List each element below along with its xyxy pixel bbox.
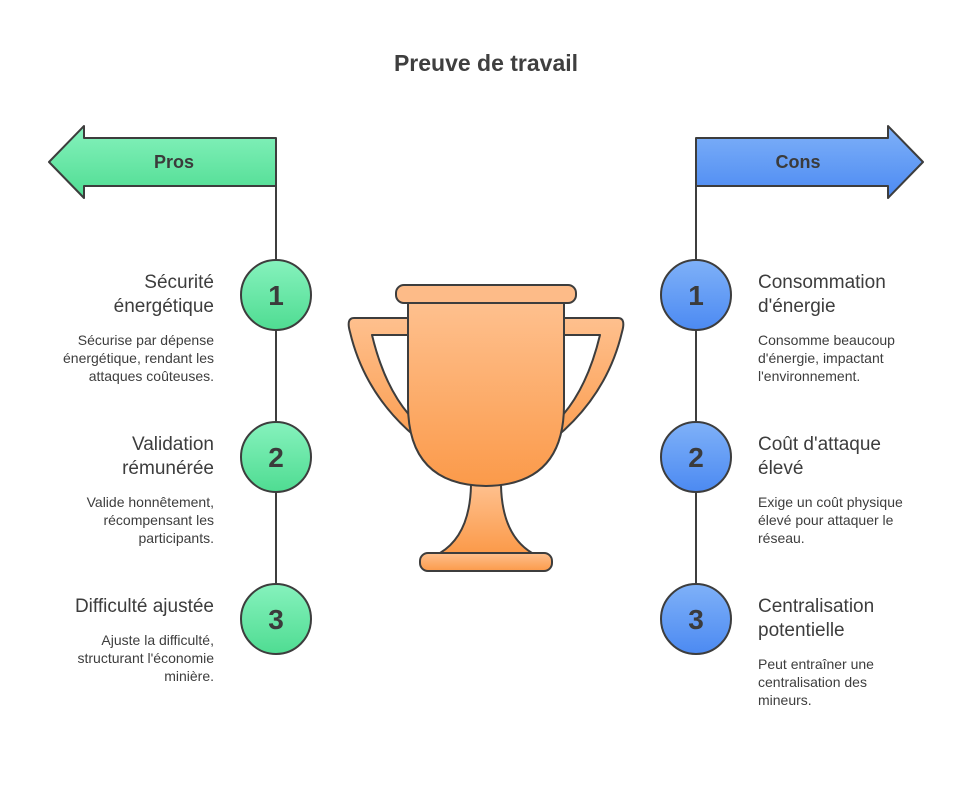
- pros-step-3-circle: [240, 583, 312, 655]
- pros-item-2-description: Valide honnêtement, récompensant les par…: [86, 494, 214, 546]
- pros-step-1-number: 1: [268, 280, 284, 311]
- cons-label: Cons: [775, 152, 821, 172]
- cons-item-1-description: Consomme beaucoup d'énergie, impactant l…: [758, 332, 895, 384]
- pros-item-2-title: Validation rémunérée: [122, 434, 214, 479]
- cons-step-3-number: 3: [688, 604, 704, 635]
- cons-step-1-number: 1: [688, 280, 704, 311]
- pros-item-3-description: Ajuste la difficulté, structurant l'écon…: [77, 632, 214, 684]
- pros-arrow: [48, 125, 277, 199]
- cons-item-2-description: Exige un coût physique élevé pour attaqu…: [758, 494, 903, 546]
- cons-item-3-title: Centralisation potentielle: [758, 596, 875, 641]
- pros-step-3-number: 3: [268, 604, 284, 635]
- cons-arrow: [695, 125, 924, 199]
- pros-item-1-title: Sécurité énergétique: [113, 272, 214, 317]
- cons-step-1-circle: [660, 259, 732, 331]
- pros-step-1-circle: [240, 259, 312, 331]
- cons-item-2-title: Coût d'attaque élevé: [758, 434, 881, 479]
- trophy-icon: [347, 284, 625, 572]
- pros-item-3-title: Difficulté ajustée: [74, 596, 214, 617]
- cons-item-3-description: Peut entraîner une centralisation des mi…: [758, 656, 874, 708]
- pros-step-2-circle: [240, 421, 312, 493]
- pros-step-2-number: 2: [268, 442, 284, 473]
- cons-step-2-number: 2: [688, 442, 704, 473]
- page-title: Preuve de travail: [393, 50, 579, 76]
- cons-item-1-title: Consommation d'énergie: [758, 272, 886, 317]
- cons-step-2-circle: [660, 421, 732, 493]
- cons-step-3-circle: [660, 583, 732, 655]
- pros-label: Pros: [153, 152, 195, 172]
- pros-item-1-description: Sécurise par dépense énergétique, rendan…: [63, 332, 214, 384]
